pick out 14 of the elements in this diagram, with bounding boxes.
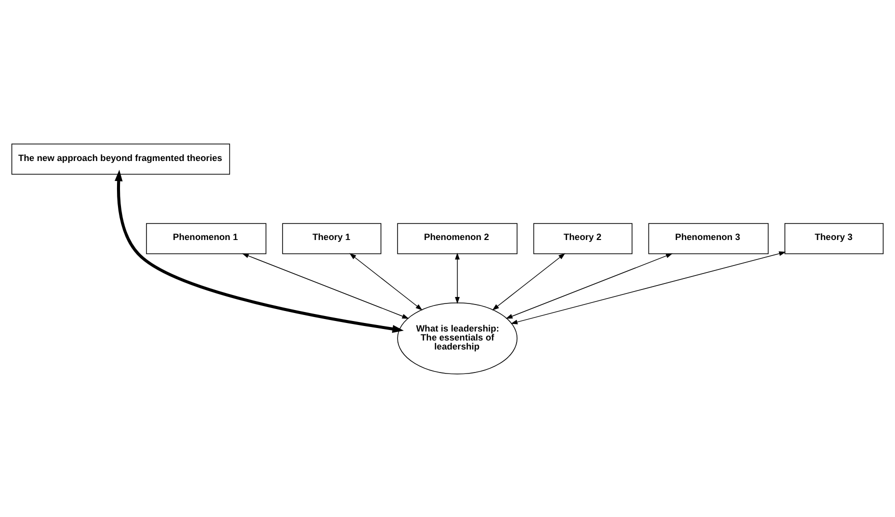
arrow: [506, 252, 673, 318]
arrow: [454, 252, 460, 304]
node-box: Theory 1: [282, 222, 382, 254]
arrow: [349, 252, 422, 310]
node-box: Phenomenon 3: [648, 222, 769, 254]
node-box: The new approach beyond fragmented theories: [11, 143, 230, 174]
arrow: [114, 169, 404, 332]
node-box: Theory 2: [533, 222, 632, 254]
arrow: [492, 252, 566, 310]
node-box: Phenomenon 1: [146, 222, 266, 254]
arrow: [242, 252, 409, 318]
node-box: Phenomenon 2: [397, 222, 518, 254]
arrow: [510, 250, 786, 324]
node-box: Theory 3: [784, 222, 884, 254]
